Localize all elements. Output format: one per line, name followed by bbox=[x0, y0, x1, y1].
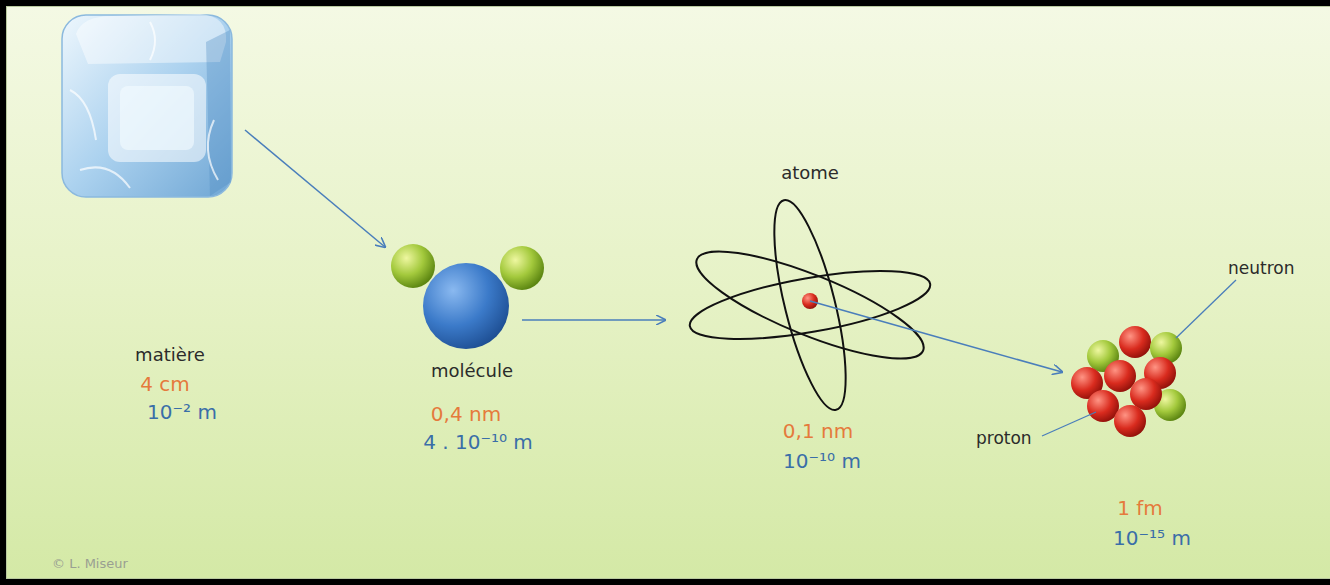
size-value: 0,4 nm bbox=[431, 402, 501, 426]
stage-name: matière bbox=[135, 344, 205, 366]
water-molecule bbox=[391, 244, 544, 349]
part-label: proton bbox=[976, 428, 1032, 448]
stage-group: molécule 0,4 nm 4 . 10⁻¹⁰ m bbox=[385, 235, 560, 467]
scale-arrow bbox=[560, 319, 665, 321]
size-value: 10⁻¹⁰ m bbox=[783, 449, 861, 473]
leader-lines bbox=[1042, 280, 1236, 436]
atom-model bbox=[685, 194, 935, 416]
size-value: 10⁻² m bbox=[147, 400, 217, 424]
arrow-tails bbox=[522, 301, 955, 342]
size-value: 1 fm bbox=[1117, 496, 1163, 520]
stage-group: matière 4 cm 10⁻² m bbox=[55, 10, 245, 442]
scale-arrow bbox=[955, 342, 1062, 372]
scale-arrow bbox=[245, 130, 385, 247]
size-value: 10⁻¹⁵ m bbox=[1113, 526, 1191, 550]
copyright-note: © L. Miseur bbox=[52, 556, 128, 572]
stage-group: 1 fm 10⁻¹⁵ m bbox=[1062, 295, 1205, 560]
stage-group: atome 0,1 nm 10⁻¹⁰ m bbox=[665, 158, 955, 485]
part-label: neutron bbox=[1228, 258, 1294, 278]
size-value: 4 cm bbox=[140, 372, 190, 396]
ice-cube bbox=[62, 14, 232, 197]
size-value: 4 . 10⁻¹⁰ m bbox=[423, 430, 533, 454]
stage-name: molécule bbox=[431, 360, 513, 382]
nucleus-cluster bbox=[1071, 326, 1186, 437]
stage-name: atome bbox=[781, 162, 839, 184]
size-value: 0,1 nm bbox=[783, 419, 853, 443]
